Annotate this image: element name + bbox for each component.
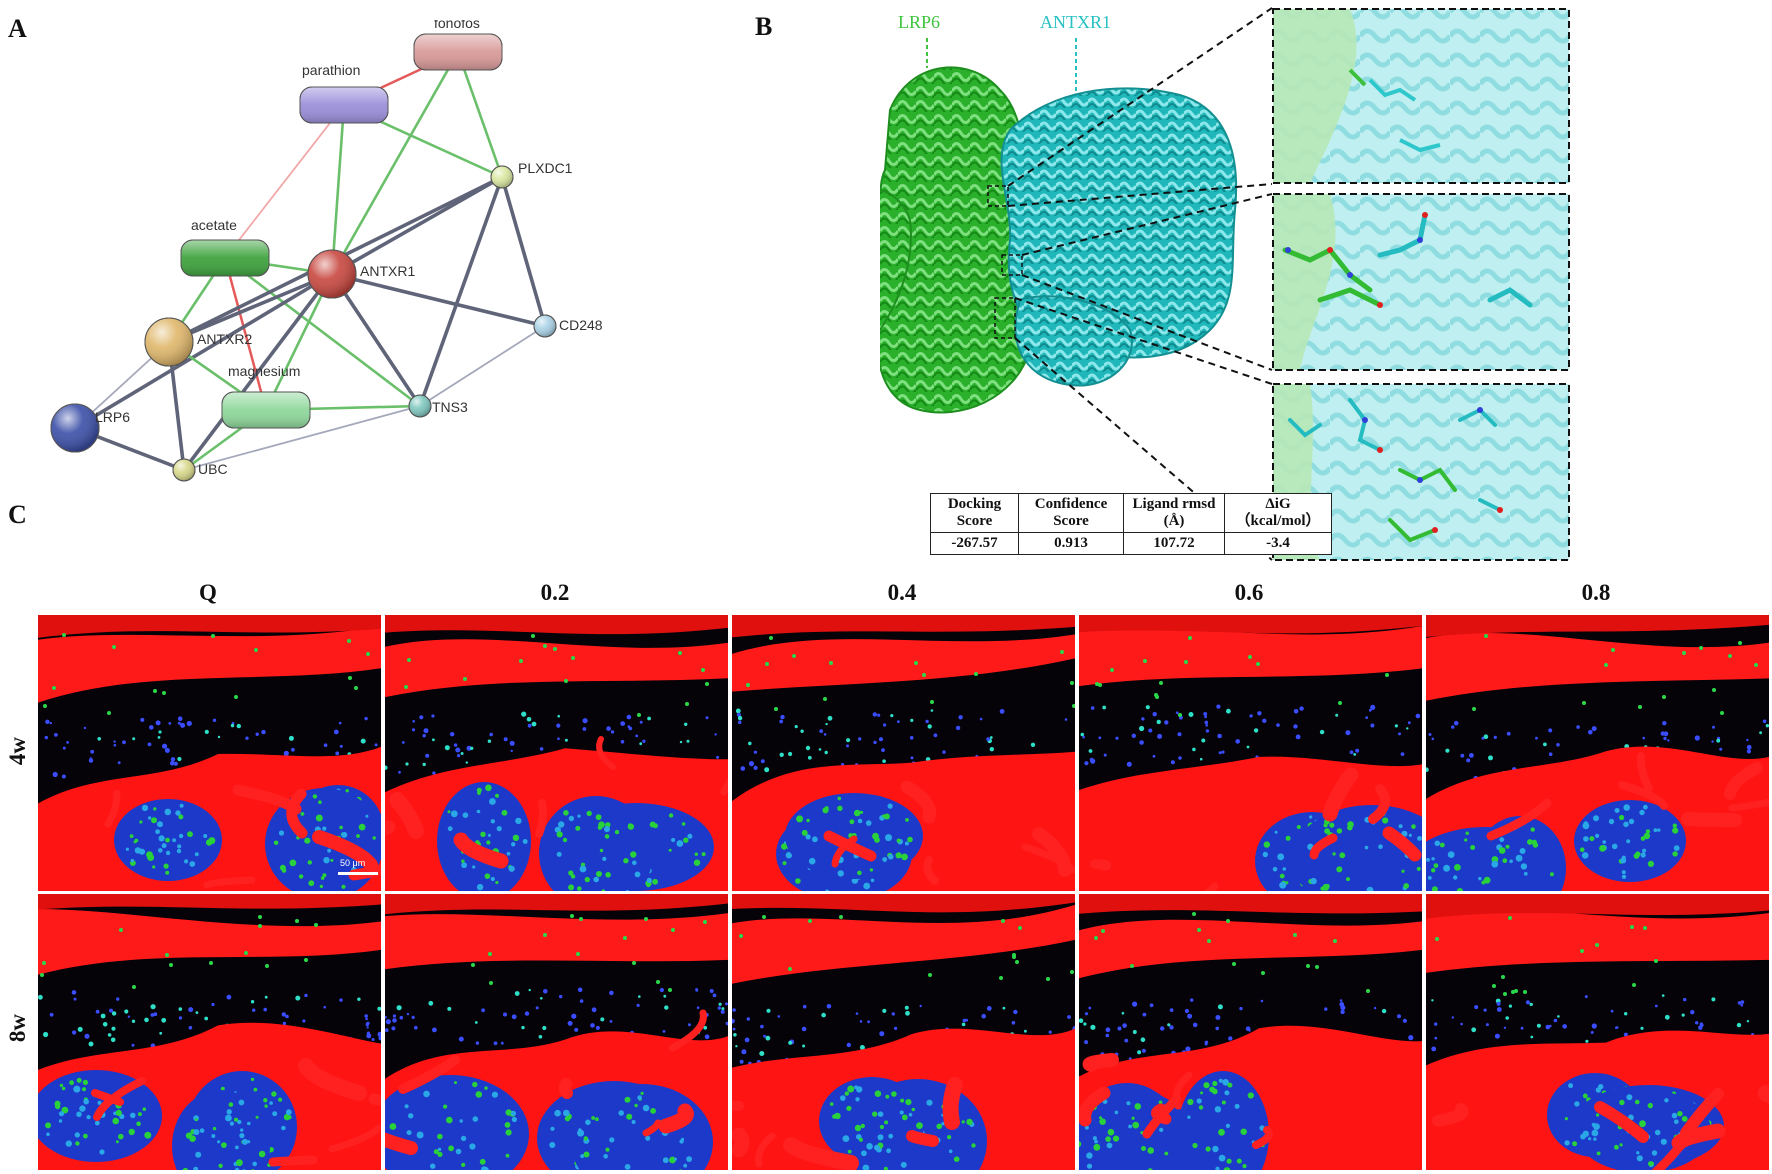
edge-antxr1-plxdc1 [331,175,503,276]
tile-4w-0-2 [385,615,728,891]
zoom-panel-1 [1272,8,1570,184]
column-label-q: Q [199,580,217,605]
edge-fonofos-antxr1 [330,51,460,275]
node-label-plxdc1: PLXDC1 [518,160,573,176]
interaction-network: fonofos parathion acetate magnesium PLXDC1AN… [50,20,603,482]
edge-antxr1-magnesium [264,273,334,411]
node-acetate: acetate [180,217,270,277]
header-confidence-score: Confidence Score [1018,493,1124,533]
edge-plxdc1-tns3 [418,176,504,407]
value-confidence-score: 0.913 [1018,532,1124,555]
node-antxr2: ANTXR2 [144,317,252,367]
network-nodes: fonofos parathion acetate magnesium PLXDC1AN… [50,20,603,482]
edge-acetate-magnesium [223,257,268,411]
edge-parathion-antxr1 [330,104,346,275]
docking-table: Docking Score Confidence Score Ligand rm… [930,493,1332,555]
header-delta-ig: ΔiG （kcal/mol） [1224,493,1332,533]
tile-8w-0-2 [385,894,728,1170]
edge-plxdc1-cd248 [500,176,547,327]
node-magnesium: magnesium [221,363,311,429]
panel-label-a: A [8,14,27,43]
column-label-0-2: 0.2 [540,580,570,605]
header-docking-score: Docking Score [930,493,1019,533]
node-ubc: UBC [172,458,228,482]
antxr1-label: ANTXR1 [1040,12,1111,32]
zoom-panel-2 [1272,193,1570,371]
edge-acetate-tns3 [224,256,421,408]
edge-antxr1-ubc [182,272,334,472]
panel-label-c: C [8,500,27,529]
node-tns3: TNS3 [408,394,468,418]
column-label-0-6: 0.6 [1234,580,1264,605]
docking-table-values: -267.57 0.913 107.72 -3.4 [930,532,1332,555]
node-plxdc1: PLXDC1 [490,160,573,189]
tile-8w-Q [38,894,381,1170]
node-label-antxr2: ANTXR2 [197,331,252,347]
edge-antxr1-antxr2 [168,272,333,344]
tile-4w-0-4 [732,615,1075,891]
node-antxr1: ANTXR1 [307,249,415,299]
lrp6-label: LRP6 [898,12,940,32]
node-label-cd248: CD248 [559,317,603,333]
value-ligand-rmsd: 107.72 [1123,532,1225,555]
node-label-tns3: TNS3 [432,399,468,415]
edge-antxr1-lrp6 [74,272,333,430]
node-parathion: parathion [299,62,389,124]
column-label-0-8: 0.8 [1581,580,1611,605]
column-label-0-4: 0.4 [887,580,917,605]
node-label-fonofos: fonofos [434,20,480,31]
docking-structure: LRP6 ANTXR1 [880,7,1570,561]
panel-label-b: B [755,12,773,41]
node-label-antxr1: ANTXR1 [360,263,415,279]
scale-bar [338,872,378,875]
row-label-8w: 8w [5,1013,30,1043]
tile-8w-0-4 [732,894,1075,1170]
tile-8w-0-8 [1426,894,1769,1170]
scale-bar-label: 50 μm [340,858,366,868]
node-label-parathion: parathion [302,62,360,78]
edge-ubc-tns3 [183,405,421,471]
docking-table-header: Docking Score Confidence Score Ligand rm… [930,493,1332,533]
edge-antxr1-tns3 [330,273,422,407]
edge-parathion-acetate [224,104,345,259]
row-label-4w: 4w [5,736,30,766]
value-docking-score: -267.57 [930,532,1019,555]
tile-4w-0-6 [1079,615,1422,891]
node-lrp6: LRP6 [50,403,130,453]
tile-4w-0-8 [1426,615,1769,891]
node-cd248: CD248 [533,314,603,338]
node-label-lrp6: LRP6 [95,409,130,425]
edge-cd248-tns3 [419,325,546,407]
edge-fonofos-plxdc1 [456,51,504,178]
tile-8w-0-6 [1079,894,1422,1170]
edge-antxr1-cd248 [331,272,546,328]
value-delta-ig: -3.4 [1224,532,1332,555]
node-label-ubc: UBC [198,461,228,477]
header-ligand-rmsd: Ligand rmsd (Å) [1123,493,1225,533]
node-fonofos: fonofos [413,20,503,71]
node-label-magnesium: magnesium [228,363,300,379]
tile-4w-Q [38,615,381,891]
network-edges [74,50,547,472]
node-label-acetate: acetate [191,217,237,233]
